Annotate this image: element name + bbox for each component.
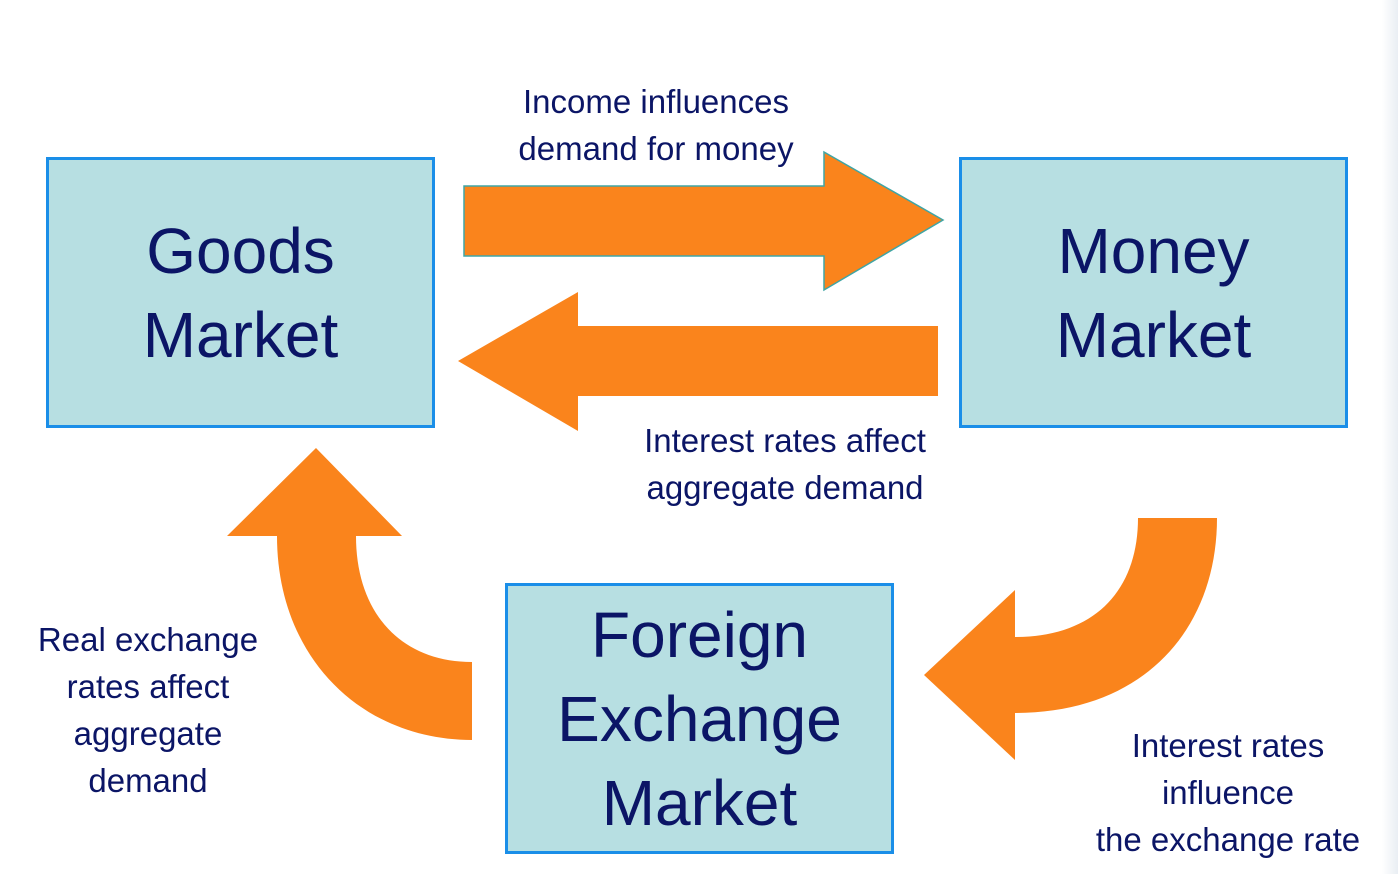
label-influence-line-2: influence [1161,774,1295,811]
label-income-line-1: Income influences [523,83,789,120]
slide-edge [1382,0,1398,874]
label-income-line-2: demand for money [518,130,794,167]
goods-market-line-1: Goods [146,214,335,287]
arrow-money-to-goods [458,292,938,431]
money-market-box: Money Market [959,157,1348,428]
label-interest-rates-influence: Interest rates influence the exchange ra… [1066,722,1390,863]
label-real-exchange-rates: Real exchange rates affect aggregate dem… [8,616,288,804]
label-real-line-4: demand [88,762,208,799]
label-influence-line-1: Interest rates [1131,727,1325,764]
goods-market-line-2: Market [142,298,339,371]
label-real-line-1: Real exchange [37,621,259,658]
label-interest-affect-line-2: aggregate demand [646,469,924,506]
forex-market-line-1: Foreign [591,598,808,671]
label-influence-line-3: the exchange rate [1095,821,1361,858]
label-interest-affect-line-1: Interest rates affect [644,422,926,459]
label-real-line-2: rates affect [66,668,230,705]
forex-market-line-2: Exchange [557,682,842,755]
curved-arrow-forex-to-goods [227,448,472,740]
money-market-line-1: Money [1057,214,1250,287]
label-interest-rates-affect: Interest rates affect aggregate demand [598,417,972,511]
forex-market-line-3: Market [601,766,798,839]
money-market-line-2: Market [1055,298,1252,371]
foreign-exchange-market-box: Foreign Exchange Market [505,583,894,854]
label-real-line-3: aggregate [73,715,223,752]
curved-arrow-money-to-forex [924,518,1217,760]
goods-market-box: Goods Market [46,157,435,428]
label-income-influences: Income influences demand for money [480,78,832,172]
arrow-goods-to-money [463,150,945,292]
